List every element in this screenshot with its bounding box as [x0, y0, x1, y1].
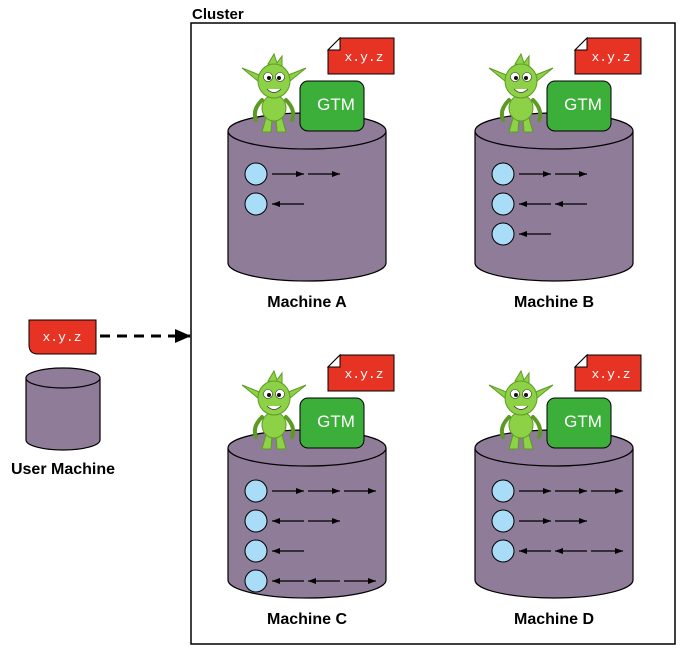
queue-circle — [491, 479, 515, 503]
queue-circle — [244, 192, 268, 216]
user-file-icon: x.y.z — [28, 319, 97, 355]
machine-cylinder — [227, 131, 387, 282]
user-machine: x.y.z User Machine — [11, 319, 115, 478]
file-label: x.y.z — [591, 367, 630, 382]
file-icon: x.y.z — [573, 36, 642, 75]
queue-circle — [491, 509, 515, 533]
machine-label: Machine D — [514, 611, 594, 628]
gtm-label: GTM — [564, 95, 602, 114]
goblin-mascot-icon — [241, 369, 307, 450]
machine-label: Machine B — [514, 294, 594, 311]
user-machine-cylinder — [25, 367, 101, 451]
file-icon: x.y.z — [573, 353, 642, 392]
file-label: x.y.z — [591, 50, 630, 65]
queue-circle — [244, 479, 268, 503]
machine-cylinder — [474, 448, 634, 599]
file-label: x.y.z — [344, 50, 383, 65]
machine-label: Machine A — [267, 294, 347, 311]
machine-cylinder — [474, 131, 634, 282]
queue-circle — [491, 162, 515, 186]
goblin-mascot-icon — [488, 369, 554, 450]
queue-circle — [491, 222, 515, 246]
goblin-mascot-icon — [488, 52, 554, 133]
gtm-box — [299, 397, 365, 449]
gtm-box — [546, 80, 612, 132]
queue-circle — [244, 509, 268, 533]
queue-circle — [244, 162, 268, 186]
machine-cylinder — [227, 448, 387, 599]
file-icon: x.y.z — [326, 36, 395, 75]
gtm-box — [299, 80, 365, 132]
user-machine-label: User Machine — [11, 461, 115, 478]
queue-circle — [244, 539, 268, 563]
file-icon: x.y.z — [326, 353, 395, 392]
gtm-label: GTM — [317, 95, 355, 114]
cluster-label: Cluster — [192, 6, 244, 23]
queue-circle — [491, 539, 515, 563]
queue-circle — [491, 192, 515, 216]
gtm-box — [546, 397, 612, 449]
machine-label: Machine C — [267, 611, 347, 628]
queue-circle — [244, 569, 268, 593]
file-label: x.y.z — [344, 367, 383, 382]
user-file-label: x.y.z — [42, 330, 81, 345]
gtm-label: GTM — [317, 412, 355, 431]
cluster-boundary — [190, 22, 676, 645]
goblin-mascot-icon — [241, 52, 307, 133]
gtm-label: GTM — [564, 412, 602, 431]
